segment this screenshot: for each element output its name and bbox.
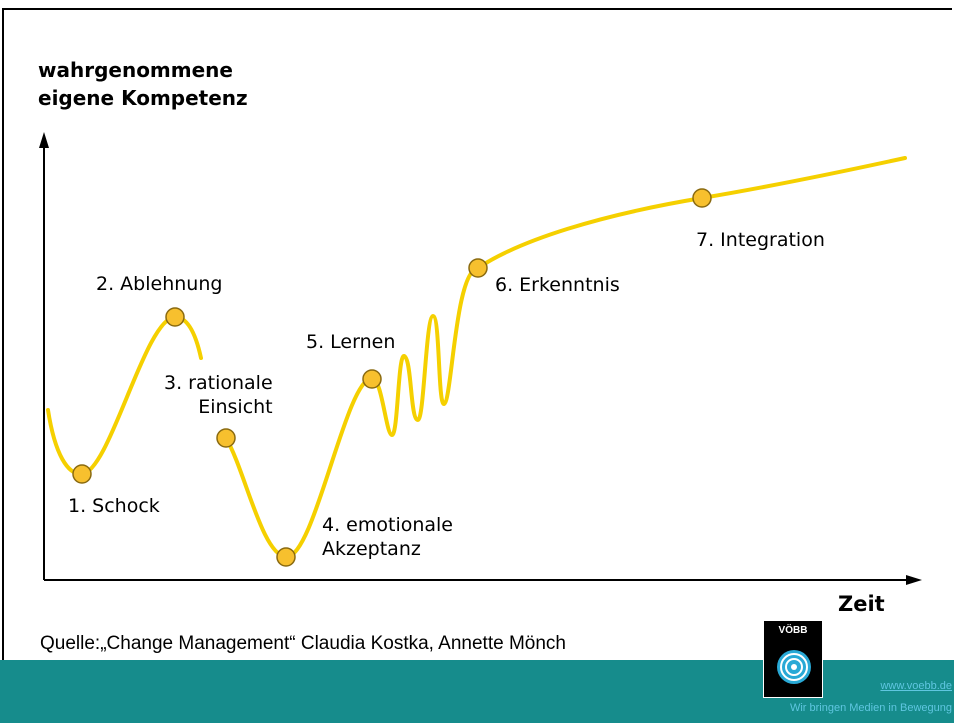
- stage-label-schock: 1. Schock: [68, 495, 160, 517]
- stage-label-integration: 7. Integration: [696, 229, 825, 251]
- curve-segment-learning: [224, 266, 480, 560]
- stage-label-rationale-einsicht: 3. rationale Einsicht: [164, 372, 273, 418]
- stage-label-lernen: 5. Lernen: [306, 331, 396, 353]
- stage-marker-schock: [72, 464, 92, 484]
- footer-tagline: Wir bringen Medien in Bewegung: [789, 702, 952, 714]
- stage-label-ablehnung: 2. Ablehnung: [96, 273, 223, 295]
- logo-text: VÖBB: [778, 625, 808, 636]
- slide-frame: [2, 8, 952, 662]
- curve-segment-shock: [46, 314, 203, 476]
- source-citation: Quelle:„Change Management“ Claudia Kostk…: [40, 633, 566, 654]
- curve-segment-integration: [476, 156, 907, 270]
- stage-marker-rationale-einsicht: [216, 428, 236, 448]
- y-axis-label: wahrgenommene eigene Kompetenz: [38, 58, 248, 110]
- stage-marker-emotionale-akzeptanz: [276, 547, 296, 567]
- voebb-logo: VÖBB: [763, 620, 823, 698]
- x-axis-label: Zeit: [838, 592, 885, 616]
- stage-label-emotionale-akzeptanz: 4. emotionale Akzeptanz: [322, 514, 453, 560]
- x-axis-arrow: [906, 575, 922, 585]
- logo-ripple-icon: [777, 650, 811, 684]
- stage-label-erkenntnis: 6. Erkenntnis: [495, 274, 620, 296]
- stage-marker-lernen: [362, 369, 382, 389]
- stage-marker-erkenntnis: [468, 258, 488, 278]
- stage-marker-integration: [692, 188, 712, 208]
- website-link[interactable]: www.voebb.de: [880, 680, 952, 692]
- y-axis-arrow: [39, 132, 49, 148]
- stage-marker-ablehnung: [165, 307, 185, 327]
